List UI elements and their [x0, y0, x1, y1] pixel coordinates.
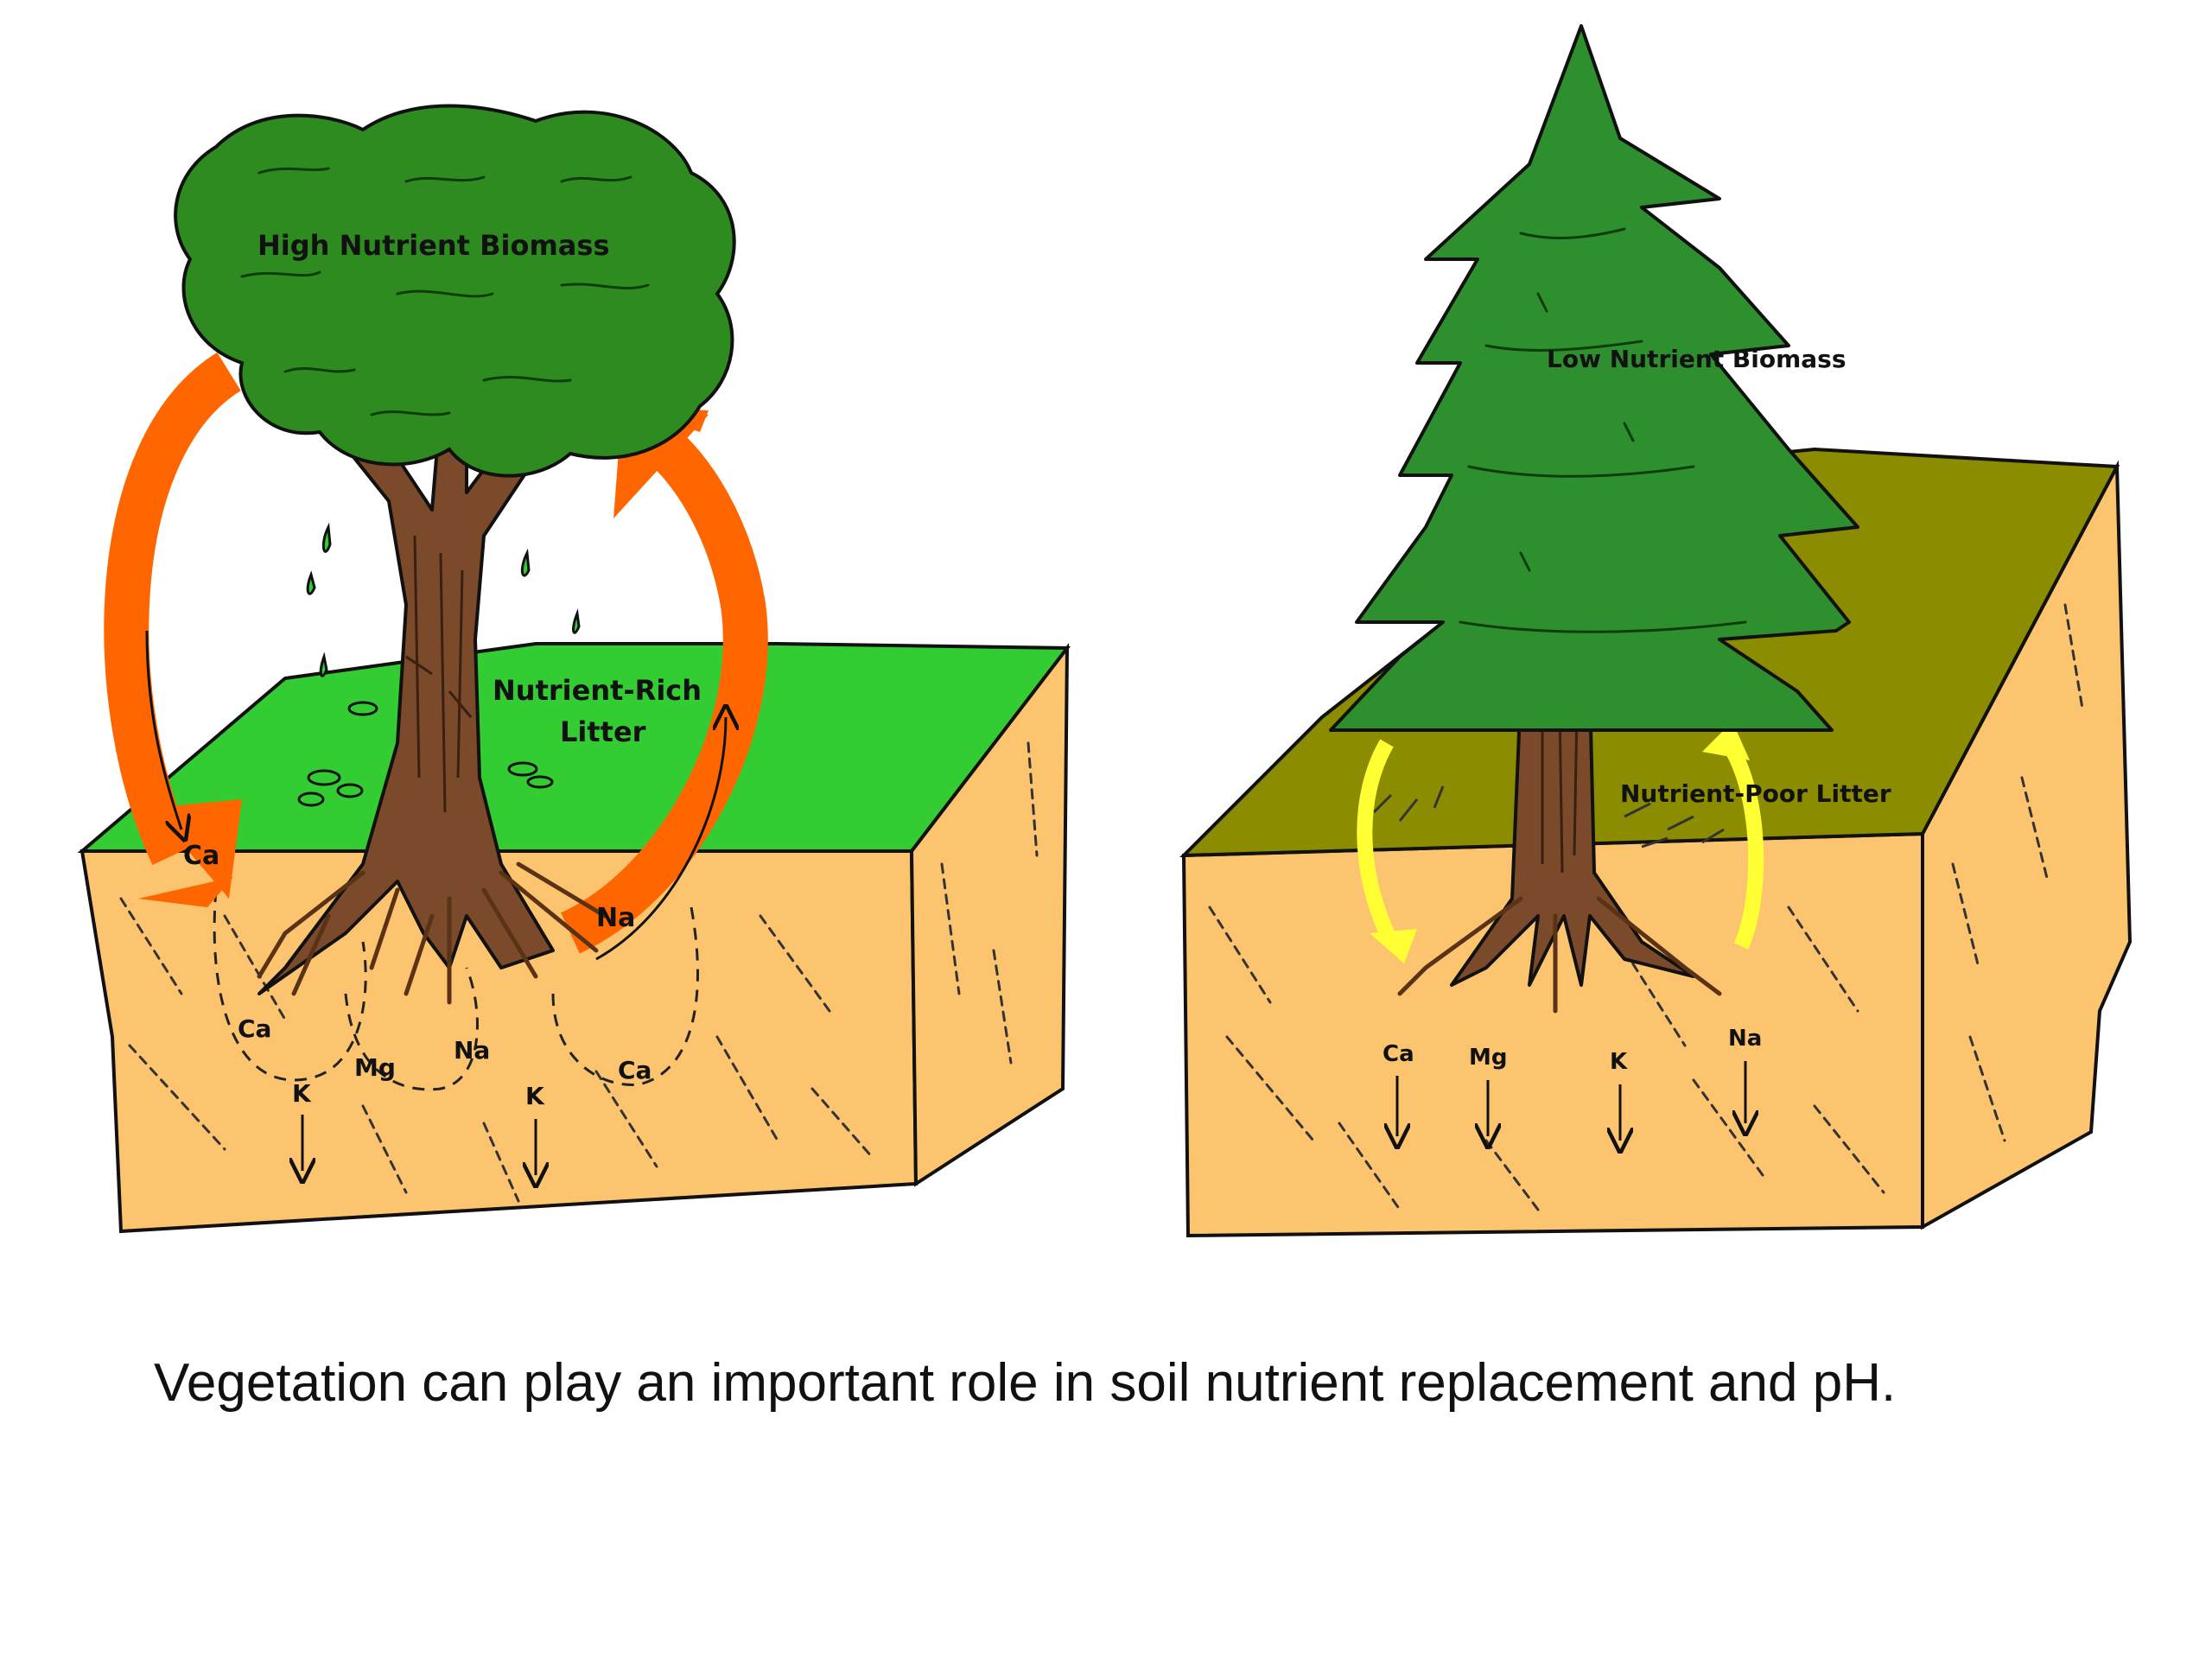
nutrient-na-right: Na	[1728, 1026, 1762, 1052]
nutrient-rich-litter-label-1: Nutrient-Rich	[493, 674, 702, 707]
nutrient-ca-2: Ca	[618, 1056, 652, 1084]
left-cycle-arrow	[104, 352, 242, 907]
conifer-foliage	[1329, 24, 1859, 732]
falling-leaves	[297, 522, 581, 807]
leaching-arrows-left	[302, 1115, 536, 1175]
arrow-na-label: Na	[596, 903, 635, 933]
nutrient-ca-1: Ca	[238, 1014, 271, 1043]
figure-caption: Vegetation can play an important role in…	[154, 1353, 1897, 1413]
nutrient-rich-litter-surface	[77, 642, 1071, 853]
nutrient-na: Na	[454, 1036, 490, 1065]
nutrient-k-1: K	[292, 1079, 312, 1108]
nutrient-k-right: K	[1610, 1049, 1628, 1075]
surface-ca-label: Ca	[183, 841, 219, 871]
low-nutrient-biomass-label: Low Nutrient Biomass	[1547, 345, 1847, 373]
nutrient-ca-right: Ca	[1382, 1041, 1414, 1067]
return-arrow-line	[595, 717, 726, 961]
conifer-trunk	[1397, 690, 1722, 1014]
poor-return-arrow	[1702, 721, 1764, 950]
poor-uptake-arrow	[1357, 739, 1417, 963]
nutrient-k-2: K	[525, 1082, 545, 1110]
left-soil-block	[77, 642, 1071, 1234]
litter-bits	[1372, 785, 1725, 849]
leaching-arrows-right	[1397, 1061, 1745, 1141]
nutrient-mg: Mg	[354, 1053, 396, 1082]
high-nutrient-biomass-label: High Nutrient Biomass	[257, 229, 609, 262]
nutrient-rich-litter-label-2: Litter	[560, 715, 646, 748]
deciduous-canopy	[174, 104, 736, 478]
nutrient-mg-right: Mg	[1469, 1045, 1507, 1071]
uptake-arrow-line	[145, 630, 181, 830]
nutrient-poor-litter-label: Nutrient-Poor Litter	[1620, 779, 1891, 808]
